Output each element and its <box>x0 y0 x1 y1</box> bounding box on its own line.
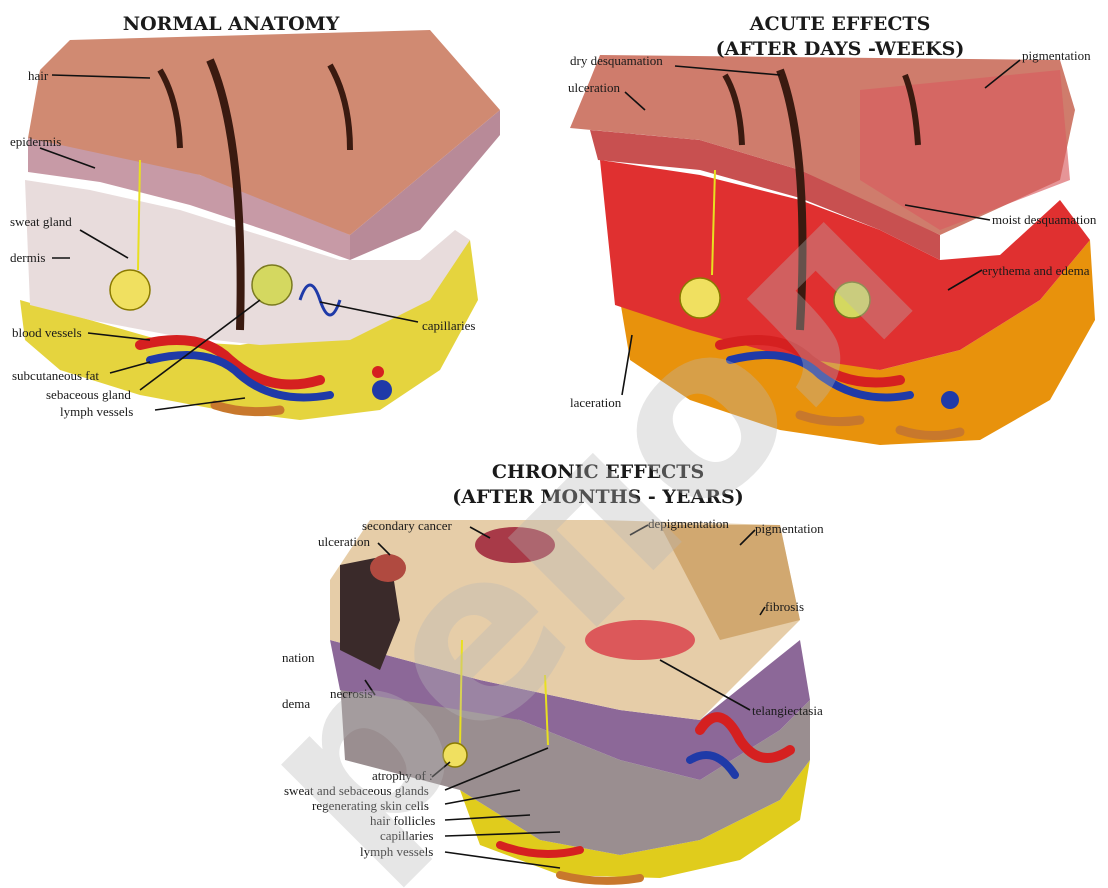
title-normal-anatomy: NORMAL ANATOMY <box>123 13 340 35</box>
label-hair: hair <box>28 68 49 83</box>
label-dermis: dermis <box>10 250 45 265</box>
label-epidermis: epidermis <box>10 134 61 149</box>
label-lymph-vessels: lymph vessels <box>60 404 133 419</box>
label-acute-pigmentation: pigmentation <box>1022 48 1091 63</box>
normal-anatomy-illustration <box>20 30 500 420</box>
label-capillaries: capillaries <box>422 318 475 333</box>
label-fibrosis: fibrosis <box>765 599 804 614</box>
title-acute-timeframe: (AFTER DAYS -WEEKS) <box>716 38 965 60</box>
normal-sebaceous-gland <box>252 265 292 305</box>
label-sebaceous-gland: sebaceous gland <box>46 387 131 402</box>
title-acute-effects: ACUTE EFFECTS <box>749 13 931 35</box>
label-chronic-ulceration: ulceration <box>318 534 370 549</box>
label-acute-ulceration: ulceration <box>568 80 620 95</box>
label-subcutaneous-fat: subcutaneous fat <box>12 368 99 383</box>
normal-sweat-gland <box>110 270 150 310</box>
label-erythema-edema: erythema and edema <box>982 263 1090 278</box>
label-telangiectasia: telangiectasia <box>752 703 823 718</box>
label-sweat-gland: sweat gland <box>10 214 72 229</box>
label-dry-desquamation: dry desquamation <box>570 53 663 68</box>
label-blood-vessels: blood vessels <box>12 325 82 340</box>
label-moist-desquamation: moist desquamation <box>992 212 1097 227</box>
